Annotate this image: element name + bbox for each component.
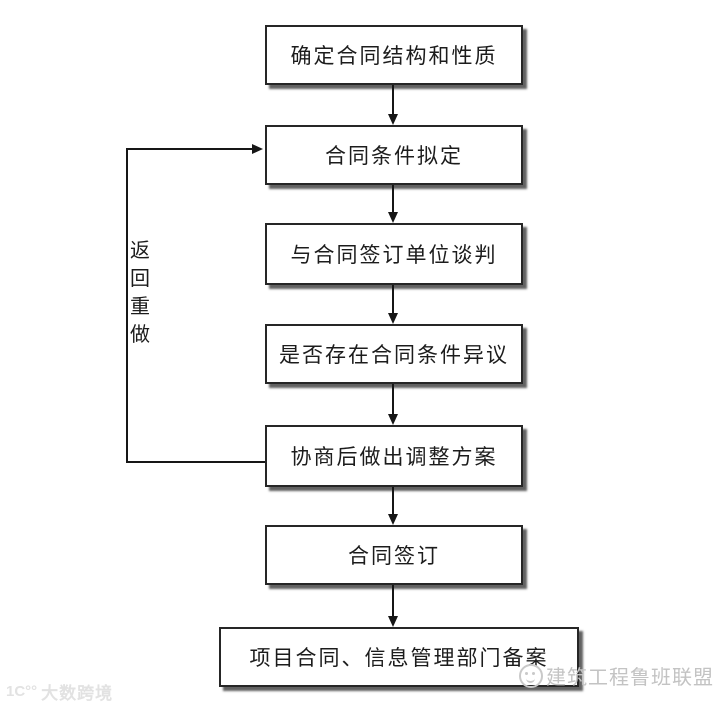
step-label: 与合同签订单位谈判 xyxy=(290,243,498,267)
down-arrow-2 xyxy=(388,185,398,223)
down-arrow-6 xyxy=(388,585,398,627)
step-label: 协商后做出调整方案 xyxy=(290,445,498,469)
watermark-bottom-right: 建筑工程鲁班联盟 xyxy=(519,661,714,690)
watermark-bottom-left: 1C°° 大数跨境 xyxy=(6,679,113,704)
watermark-text: 大数跨境 xyxy=(41,684,114,703)
down-arrow-1 xyxy=(388,85,398,125)
step-box-objection-check: 是否存在合同条件异议 xyxy=(265,324,523,384)
watermark-text: 建筑工程鲁班联盟 xyxy=(546,667,714,689)
down-arrow-5 xyxy=(388,487,398,525)
loop-label-redo: 返回重做 xyxy=(130,240,150,346)
step-label: 合同签订 xyxy=(348,544,440,568)
step-box-negotiate: 与合同签订单位谈判 xyxy=(265,223,523,285)
loop-line-top xyxy=(126,148,253,150)
down-arrow-4 xyxy=(388,384,398,425)
step-label: 项目合同、信息管理部门备案 xyxy=(249,646,549,670)
step-label: 确定合同结构和性质 xyxy=(290,44,498,68)
step-label: 是否存在合同条件异议 xyxy=(279,343,509,367)
step-label: 合同条件拟定 xyxy=(325,144,463,168)
step-box-filing: 项目合同、信息管理部门备案 xyxy=(219,627,579,687)
step-box-contract-signing: 合同签订 xyxy=(265,525,523,585)
step-box-adjustment-plan: 协商后做出调整方案 xyxy=(265,425,523,487)
loop-line-vertical xyxy=(126,149,128,463)
loop-line-bottom xyxy=(126,461,265,463)
smiley-face-logo-icon xyxy=(519,663,543,688)
down-arrow-3 xyxy=(388,285,398,324)
step-box-draft-conditions: 合同条件拟定 xyxy=(265,125,523,185)
step-box-determine-structure: 确定合同结构和性质 xyxy=(265,25,523,85)
loop-arrowhead-icon xyxy=(252,144,263,154)
brand-logo-icon: 1C°° xyxy=(6,683,38,700)
